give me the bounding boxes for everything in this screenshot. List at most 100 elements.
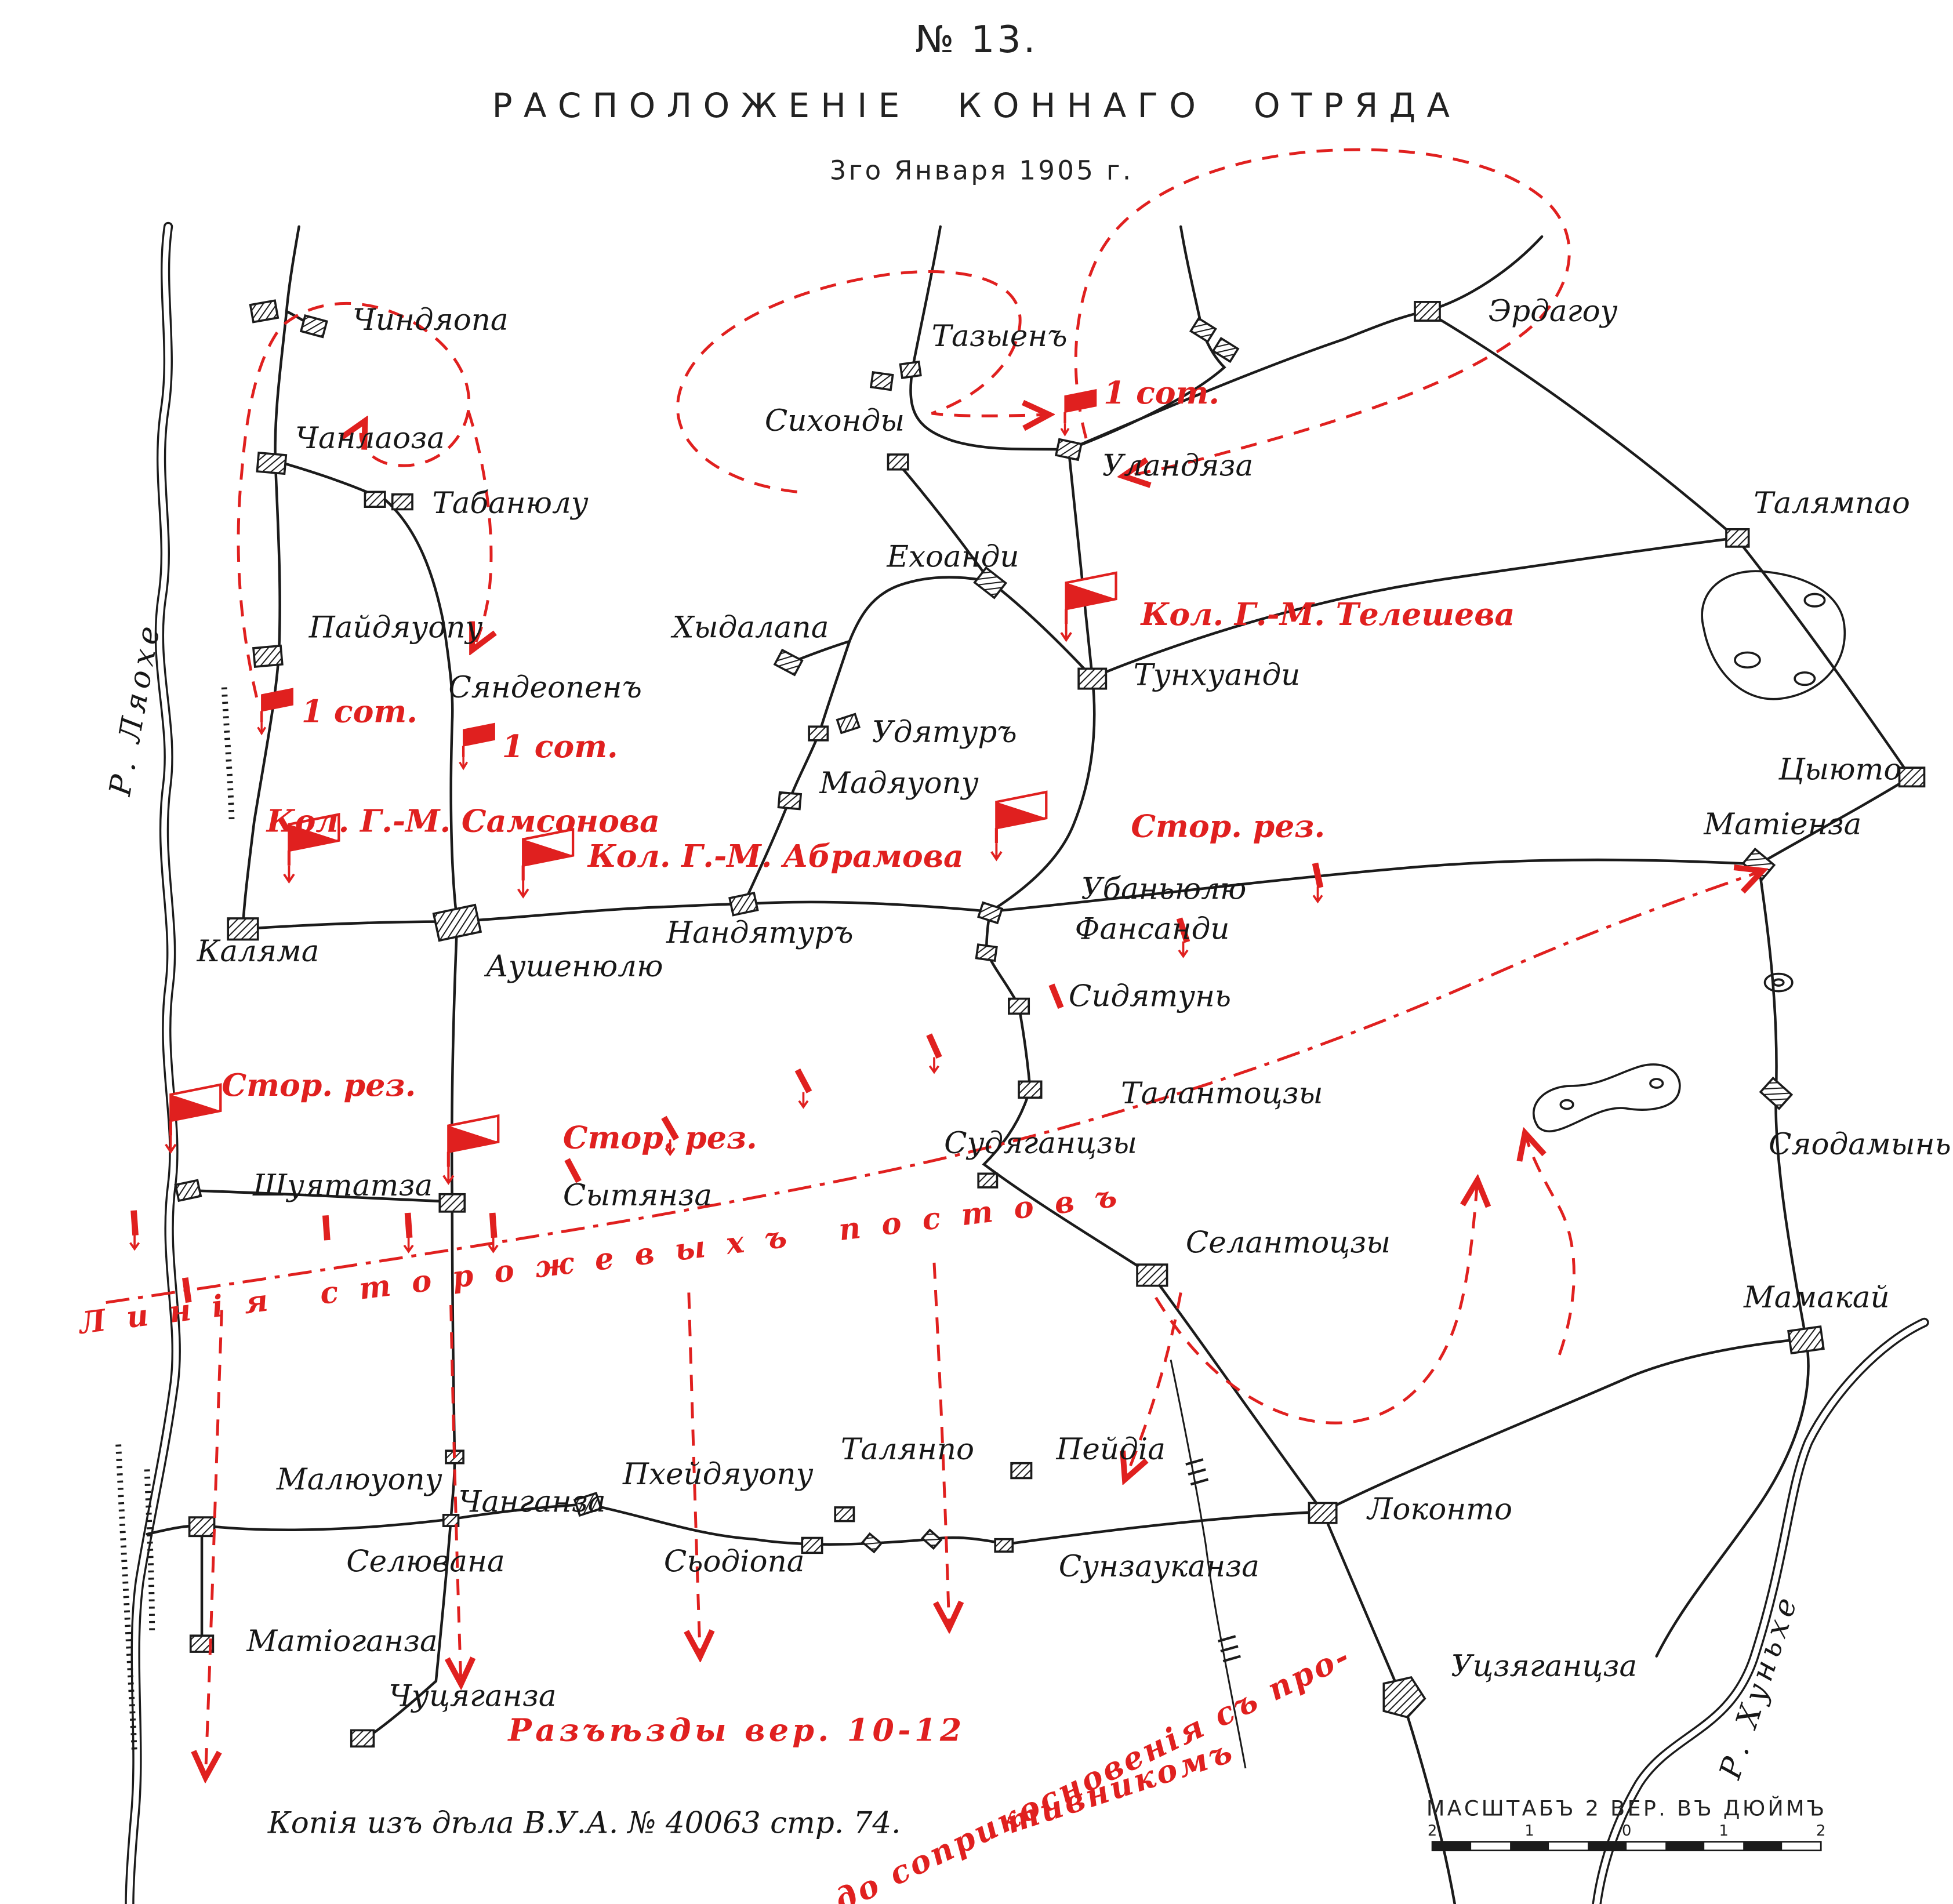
label-sotnia-syandeopen: 1 сот. — [502, 728, 618, 765]
label-paidyauopu: Пайдяуопу — [308, 611, 483, 645]
settlement-marker — [977, 901, 1004, 925]
label-kalyama: Каляма — [196, 934, 319, 969]
lake-pond — [1734, 651, 1761, 669]
unit-flag-abramova — [518, 829, 573, 896]
label-sodiopa: Сьодіопа — [664, 1545, 805, 1579]
outpost-arrow — [928, 1056, 940, 1074]
lake-pond — [1794, 671, 1816, 686]
label-syaodamyn: Сяодамынь — [1769, 1127, 1951, 1162]
patrol-loop-northwest — [237, 301, 471, 698]
label-patrols-distance: Разъѣзды вер. 10-12 — [507, 1712, 965, 1749]
label-utszyagantsza: Уцзяганцза — [1451, 1649, 1637, 1684]
settlement-marker — [227, 917, 259, 941]
label-selyuvana: Селювана — [346, 1545, 504, 1579]
outpost-bar — [492, 1213, 494, 1238]
settlement-marker — [728, 891, 759, 917]
settlement-marker — [1308, 1502, 1338, 1524]
label-chindyaopa: Чиндяопа — [353, 303, 509, 337]
scale-tick: 1 — [1524, 1822, 1534, 1840]
scale-bar-segment — [1510, 1841, 1549, 1851]
label-river-lyaohe: Р. Ляохе — [103, 619, 168, 799]
label-ulandyaza: Уландяза — [1102, 448, 1253, 483]
road-path — [146, 1503, 1324, 1546]
settlement-marker — [773, 648, 804, 677]
settlement-marker — [573, 1492, 602, 1517]
label-sidyatun: Сидятунь — [1069, 979, 1231, 1013]
label-ekhoandi: Ехоанди — [886, 539, 1019, 574]
label-stor-rez-center: Стор. рез. — [1131, 808, 1325, 844]
lake-syaodamyn — [1532, 1063, 1681, 1133]
patrol-contact-1 — [1155, 1183, 1477, 1425]
label-talyanpo: Талянпо — [841, 1432, 974, 1467]
label-talyampao: Талямпао — [1754, 486, 1910, 521]
outpost-bar — [408, 1213, 409, 1238]
label-pkheidyauopu: Пхейдяуопу — [622, 1457, 814, 1492]
river-bank-marks — [115, 1444, 138, 1754]
scale-tick: 2 — [1428, 1822, 1437, 1840]
patrol-south-4 — [932, 1262, 949, 1625]
label-tabanyulu: Табанюлу — [432, 486, 588, 521]
label-matienza: Матіенза — [1703, 807, 1861, 842]
outpost-arrow — [403, 1235, 414, 1253]
settlement-marker — [973, 566, 1008, 599]
label-tazyen: Тазыенъ — [932, 319, 1068, 354]
outpost-bar — [134, 1211, 136, 1236]
label-sytyanza: Сытянза — [563, 1178, 712, 1213]
road-path — [989, 448, 1096, 913]
label-syandeopen: Сяндеопенъ — [448, 670, 642, 705]
settlement-marker — [777, 791, 803, 811]
settlement-marker — [350, 1729, 375, 1748]
roads — [146, 225, 1912, 1904]
label-lokonto: Локонто — [1366, 1492, 1512, 1527]
rivers — [115, 221, 1929, 1904]
settlement-marker — [438, 1193, 466, 1213]
settlement-marker — [1010, 1462, 1033, 1480]
settlement-marker — [899, 360, 922, 379]
settlement-marker — [188, 1516, 216, 1538]
settlement-marker — [921, 1528, 943, 1550]
settlement-marker — [442, 1513, 460, 1527]
patrol-loop-sikhondy — [676, 270, 1047, 493]
label-erdagou: Эрдагоу — [1489, 294, 1618, 329]
settlement-marker — [1725, 528, 1750, 548]
settlement-marker — [174, 1179, 202, 1202]
settlement-marker — [1136, 1263, 1168, 1287]
patrol-branch-syandeopen — [467, 410, 491, 648]
settlement-marker — [1189, 317, 1217, 343]
scale-tick: 0 — [1622, 1822, 1631, 1840]
road-path — [1091, 536, 1738, 679]
label-sunzaukanza: Сунзауканза — [1059, 1549, 1259, 1584]
patrol-south-1 — [206, 1310, 223, 1774]
settlement-marker — [808, 725, 829, 742]
map-number: № 13. — [915, 18, 1037, 61]
patrol-south-2 — [451, 1305, 461, 1681]
scale-tick: 1 — [1719, 1822, 1728, 1840]
label-river-khunkhe: Р. Хуньхе — [1712, 1589, 1805, 1783]
label-stor-rez-sytyanza: Стор. рез. — [563, 1119, 757, 1156]
label-udyatur: Удятуръ — [872, 715, 1017, 750]
road-path — [450, 920, 459, 1203]
scale-label: МАСШТАБЪ 2 ВЕР. ВЪ ДЮЙМЪ — [1426, 1796, 1827, 1821]
label-peidia: Пейдіа — [1055, 1432, 1165, 1467]
stream-path — [1170, 1360, 1247, 1769]
label-khydalapa: Хыдалапа — [670, 611, 829, 645]
map-title: РАСПОЛОЖЕНІЕ КОННАГО ОТРЯДА — [492, 86, 1461, 125]
outpost-arrow — [1312, 885, 1323, 903]
label-telesheva: Кол. Г.-М. Телешева — [1140, 596, 1515, 633]
label-mamakai: Мамакай — [1743, 1280, 1890, 1315]
settlement-marker — [834, 1506, 855, 1523]
unit-flag-sotnia-west — [258, 689, 293, 733]
patrol-contact-3 — [1126, 1292, 1182, 1477]
settlement-marker — [887, 453, 909, 471]
settlement-marker — [432, 903, 482, 942]
label-sudyagantsy: Судяганцзы — [944, 1126, 1137, 1161]
scale-bar: 2 1 0 1 2 — [1428, 1822, 1825, 1852]
label-chutsyaganza: Чуцяганза — [389, 1678, 556, 1713]
outpost-arrow — [129, 1233, 140, 1251]
label-sotnia-west: 1 сот. — [302, 693, 418, 730]
road-path — [989, 580, 1094, 679]
label-stor-rez-west: Стор. рез. — [222, 1067, 416, 1103]
settlement-marker — [801, 1536, 823, 1554]
lake-pond — [1803, 593, 1826, 608]
